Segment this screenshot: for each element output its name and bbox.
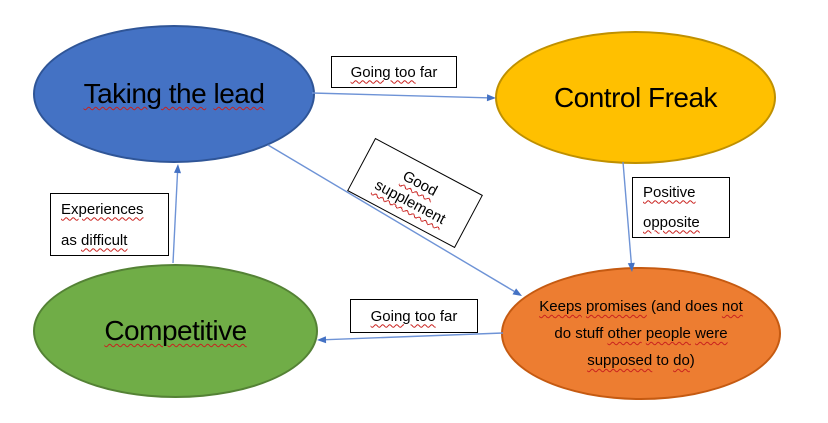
node-competitive[interactable]: Competitive bbox=[33, 264, 318, 398]
label-experiences-as-difficult[interactable]: Experiences as difficult bbox=[50, 193, 169, 256]
label-going-too-far-top-text: Going too far bbox=[350, 63, 438, 81]
label-positive-opposite[interactable]: Positive opposite bbox=[632, 177, 730, 238]
node-keeps-promises[interactable]: Keeps promises (and does not do stuff ot… bbox=[501, 267, 781, 400]
node-control-freak[interactable]: Control Freak bbox=[495, 31, 776, 164]
node-competitive-label: Competitive bbox=[104, 315, 247, 346]
node-taking-the-lead-label: Taking the lead bbox=[83, 78, 265, 109]
node-keeps-promises-label-line1: Keeps promises (and does not bbox=[539, 298, 743, 315]
label-good-supplement[interactable]: Good supplement bbox=[347, 137, 483, 249]
label-positive-opposite-text-line1: Positive bbox=[643, 183, 696, 201]
node-control-freak-label: Control Freak bbox=[553, 81, 718, 113]
node-keeps-promises-label-line3: supposed to do) bbox=[587, 352, 695, 369]
label-going-too-far-top[interactable]: Going too far bbox=[331, 56, 457, 88]
node-keeps-promises-label-line2: do stuff other people were bbox=[554, 325, 728, 342]
arrow-keeps-promises-to-competitive[interactable] bbox=[317, 332, 504, 344]
arrow-taking-lead-to-control-freak[interactable] bbox=[311, 92, 496, 102]
label-experiences-as-difficult-text-line1: Experiences bbox=[61, 200, 144, 218]
label-going-too-far-bottom[interactable]: Going too far bbox=[350, 299, 478, 333]
label-positive-opposite-text-line2: opposite bbox=[643, 213, 700, 231]
arrow-competitive-to-taking-lead[interactable] bbox=[172, 164, 181, 264]
label-experiences-as-difficult-text-line2: as difficult bbox=[61, 231, 128, 249]
node-taking-the-lead[interactable]: Taking the lead bbox=[33, 25, 315, 163]
label-going-too-far-bottom-text: Going too far bbox=[370, 307, 458, 325]
